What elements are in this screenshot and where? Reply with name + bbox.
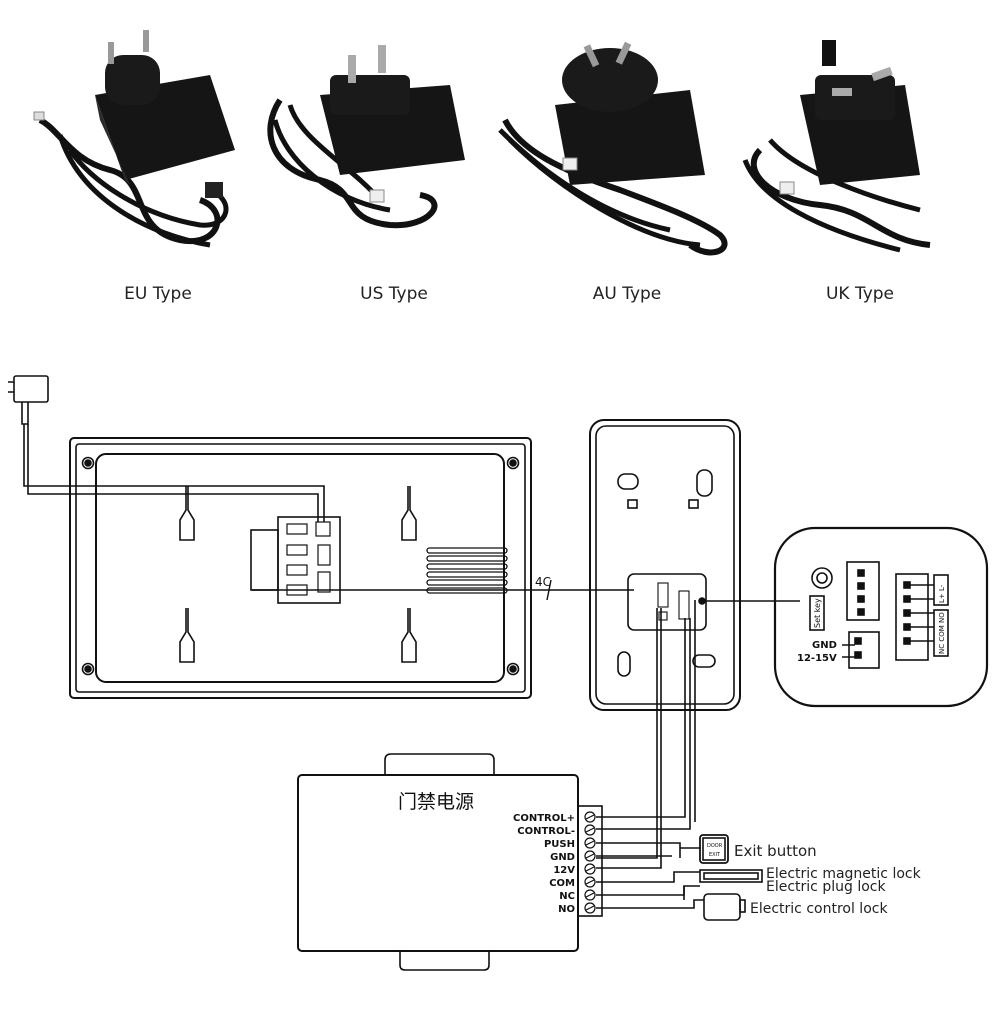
connector-zoom-view xyxy=(773,526,989,708)
au-power-adapter-icon xyxy=(498,41,728,256)
adapter-plug-icon xyxy=(8,375,49,425)
control-lock-icon xyxy=(703,893,746,921)
uk-power-adapter-icon xyxy=(742,40,931,253)
adapter-label-eu: EU Type xyxy=(124,284,192,304)
exit-icon-text-exit: EXIT xyxy=(709,852,721,858)
gnd-label: GND xyxy=(812,640,837,651)
terminal-push: PUSH xyxy=(544,839,575,850)
exit-button-icon xyxy=(699,834,729,864)
exit-icon-text-door: DOOR xyxy=(707,843,723,849)
terminal-gnd: GND xyxy=(550,852,575,863)
adapter-label-us: US Type xyxy=(360,284,428,304)
access-power-supply xyxy=(297,753,603,971)
exit-button-label: Exit button xyxy=(734,842,817,860)
adapter-label-au: AU Type xyxy=(592,284,662,304)
terminal-12v: 12V xyxy=(553,865,575,876)
terminal-control-minus: CONTROL- xyxy=(517,826,575,837)
power-supply-title: 门禁电源 xyxy=(398,791,474,813)
terminal-control-plus: CONTROL+ xyxy=(513,813,575,824)
relay-terminals-label: NC COM NO xyxy=(938,612,946,654)
terminal-com: COM xyxy=(549,878,575,889)
adapters-row xyxy=(33,30,931,256)
us-power-adapter-icon xyxy=(267,45,465,229)
voltage-label: 12-15V xyxy=(797,653,837,664)
magnetic-lock-icon xyxy=(699,869,763,883)
magnetic-lock-label: Electric magnetic lock xyxy=(766,866,922,882)
set-key-label: Set key xyxy=(813,598,822,628)
adapter-label-uk: UK Type xyxy=(825,284,895,304)
eu-power-adapter-icon xyxy=(33,30,235,248)
indoor-monitor xyxy=(69,437,532,699)
terminal-no: NO xyxy=(558,904,575,915)
control-lock-label: Electric control lock xyxy=(750,901,888,917)
terminal-nc: NC xyxy=(559,891,575,902)
plug-lock-label: Electric plug lock xyxy=(766,879,886,895)
wiring-diagram: 4C 门禁电源 CONTROL+ CONTROL- PUSH GND 12V C… xyxy=(8,375,989,971)
outdoor-unit xyxy=(589,419,741,711)
cable-label: 4C xyxy=(535,575,551,589)
l-terminals-label: L+ L- xyxy=(938,584,946,603)
